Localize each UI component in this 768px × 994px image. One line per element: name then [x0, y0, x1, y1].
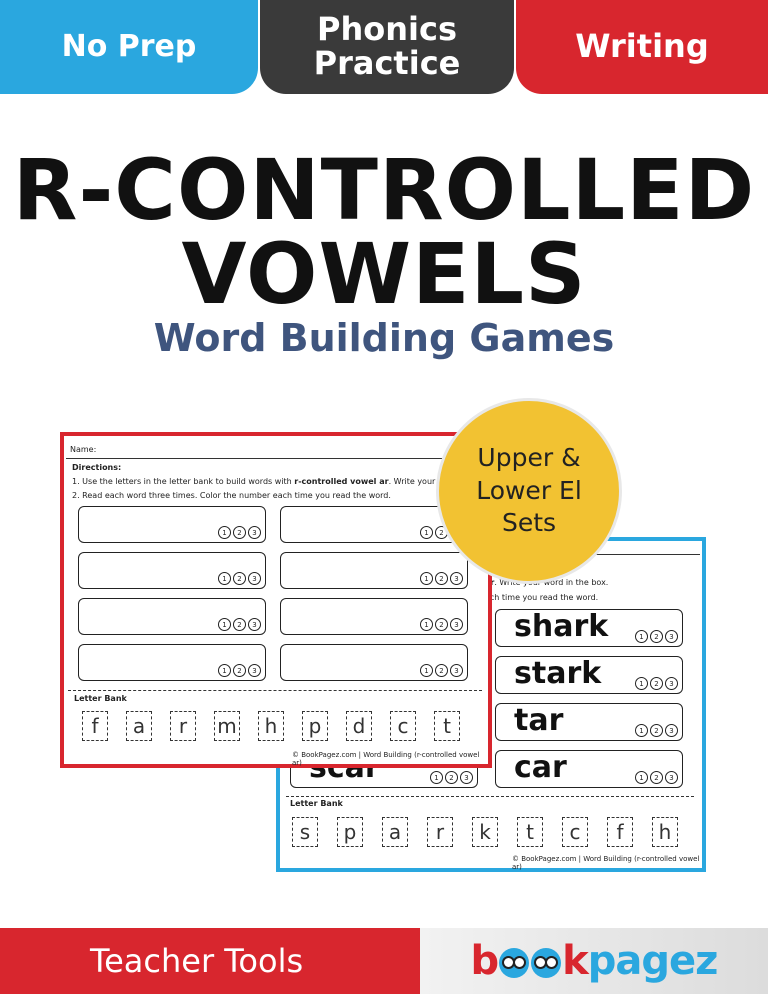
letter-tile: c [390, 711, 416, 741]
letter-bank-label: Letter Bank [290, 799, 343, 808]
owl-icon [499, 948, 530, 978]
name-line [66, 458, 486, 459]
word-stark: stark [514, 656, 602, 691]
letter-tile: p [337, 817, 363, 847]
word-car: car [514, 750, 567, 785]
word-shark: shark [514, 609, 609, 644]
tab-writing-label: Writing [575, 27, 709, 66]
name-label: Name: [70, 445, 97, 454]
letter-tile: p [302, 711, 328, 741]
tab-no-prep-label: No Prep [61, 29, 197, 65]
cut-line [286, 796, 694, 797]
letter-tile: h [258, 711, 284, 741]
letter-tile: c [562, 817, 588, 847]
word-tar: tar [514, 703, 564, 738]
word-box: 123 [280, 506, 468, 543]
letter-tile: a [382, 817, 408, 847]
letter-tile: f [607, 817, 633, 847]
worksheet-footer: © BookPagez.com | Word Building (r-contr… [512, 855, 700, 871]
directions-label: Directions: [72, 463, 122, 472]
worksheet-preview-front: Name: Directions: 1. Use the letters in … [60, 432, 492, 768]
subtitle: Word Building Games [153, 316, 615, 360]
letter-tile: a [126, 711, 152, 741]
letter-tile: k [472, 817, 498, 847]
letter-tile: s [292, 817, 318, 847]
letter-tile: d [346, 711, 372, 741]
letter-tile: r [427, 817, 453, 847]
owl-icon [531, 948, 562, 978]
letter-tile: m [214, 711, 240, 741]
letter-tile: r [170, 711, 196, 741]
title-line-2: VOWELS [181, 225, 587, 323]
letter-tile: t [517, 817, 543, 847]
footer-teacher-tools: Teacher Tools [0, 928, 420, 994]
tab-writing: Writing [516, 0, 768, 94]
directions-fragment-2: ach time you read the word. [485, 593, 599, 602]
badge-line-1: Upper & [477, 443, 581, 473]
tab-no-prep: No Prep [0, 0, 258, 94]
worksheet-footer: © BookPagez.com | Word Building (r-contr… [292, 751, 480, 767]
letter-tile: t [434, 711, 460, 741]
letter-tile: h [652, 817, 678, 847]
badge-line-3: Sets [501, 508, 557, 538]
letter-bank-label: Letter Bank [74, 694, 127, 703]
footer-label: Teacher Tools [90, 942, 304, 980]
letter-tile: f [82, 711, 108, 741]
badge-line-2: Lower El [476, 475, 582, 505]
direction-step-2: 2. Read each word three times. Color the… [72, 491, 391, 500]
cut-line [68, 690, 482, 691]
title-line-1: R-CONTROLLED [12, 141, 756, 239]
direction-step-1: 1. Use the letters in the letter bank to… [72, 477, 458, 486]
